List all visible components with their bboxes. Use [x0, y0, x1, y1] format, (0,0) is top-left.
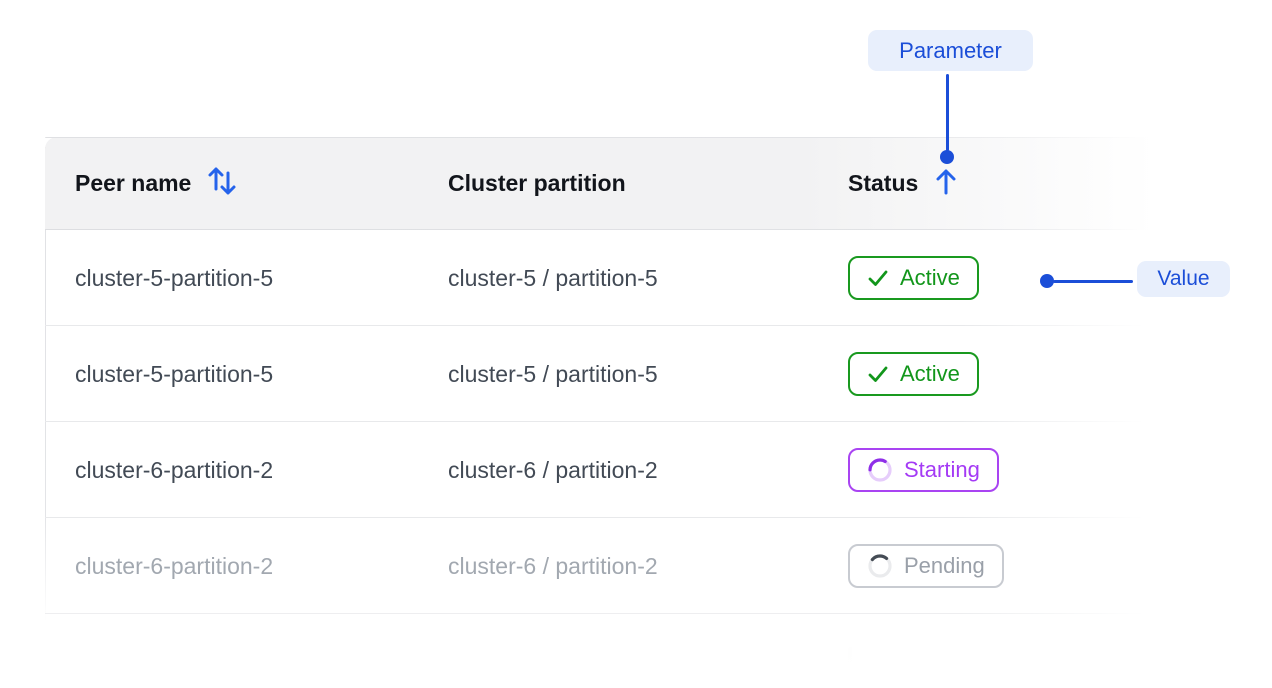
- arrow-up-icon: [934, 166, 958, 202]
- status-badge-label: Pending: [904, 553, 985, 578]
- cell-status: Pending: [848, 544, 1190, 588]
- cell-peer-name: cluster-5-partition-5: [75, 264, 274, 291]
- spinner-icon: [867, 457, 893, 483]
- cell-status: Active: [848, 352, 1190, 396]
- check-icon: [867, 267, 889, 289]
- table-row: [45, 614, 1190, 688]
- status-badge-ghost: [848, 646, 852, 677]
- cell-peer-name: cluster-6-partition-2: [75, 456, 274, 483]
- cell-cluster-partition: cluster-5 / partition-5: [448, 360, 658, 387]
- column-header-cluster-partition[interactable]: Cluster partition: [448, 170, 848, 197]
- table-row: cluster-6-partition-2 cluster-6 / partit…: [45, 518, 1190, 614]
- cell-status: [848, 646, 1190, 677]
- table-left-border: [45, 147, 46, 622]
- column-label-cluster-partition: Cluster partition: [448, 170, 626, 196]
- status-badge-active: Active: [848, 352, 979, 396]
- status-badge-label: Active: [900, 265, 960, 290]
- cell-cluster-partition: cluster-5 / partition-5: [448, 264, 658, 291]
- cell-peer-name: cluster-6-partition-2: [75, 552, 274, 579]
- status-badge-label: Starting: [904, 457, 980, 482]
- status-badge-starting: Starting: [848, 448, 999, 492]
- column-label-peer-name: Peer name: [75, 170, 192, 196]
- value-connector-line: [1053, 280, 1133, 283]
- cell-cluster-partition: cluster-6 / partition-2: [448, 552, 658, 579]
- value-annotation-label: Value: [1137, 261, 1230, 297]
- value-connector-dot: [1040, 274, 1054, 288]
- table-row: cluster-6-partition-2 cluster-6 / partit…: [45, 422, 1190, 518]
- parameter-connector-line: [946, 74, 949, 151]
- cell-status: Starting: [848, 448, 1190, 492]
- cell-peer-name: cluster-5-partition-5: [75, 360, 274, 387]
- parameter-connector-dot: [940, 150, 954, 164]
- cell-status: Active: [848, 256, 1190, 300]
- sort-up-down-icon: [207, 164, 237, 204]
- cell-cluster-partition: cluster-6 / partition-2: [448, 456, 658, 483]
- status-badge-active: Active: [848, 256, 979, 300]
- column-header-status[interactable]: Status: [848, 166, 1190, 202]
- column-header-peer-name[interactable]: Peer name: [45, 164, 448, 204]
- table-header-row: Peer name Cluster partition Status: [45, 137, 1190, 230]
- spinner-icon: [867, 553, 893, 579]
- peers-table: Peer name Cluster partition Status: [45, 137, 1190, 688]
- column-label-status: Status: [848, 170, 919, 196]
- table-row: cluster-5-partition-5 cluster-5 / partit…: [45, 326, 1190, 422]
- check-icon: [867, 363, 889, 385]
- parameter-annotation-label: Parameter: [868, 30, 1033, 71]
- status-badge-pending: Pending: [848, 544, 1004, 588]
- table-row: cluster-5-partition-5 cluster-5 / partit…: [45, 230, 1190, 326]
- status-badge-label: Active: [900, 361, 960, 386]
